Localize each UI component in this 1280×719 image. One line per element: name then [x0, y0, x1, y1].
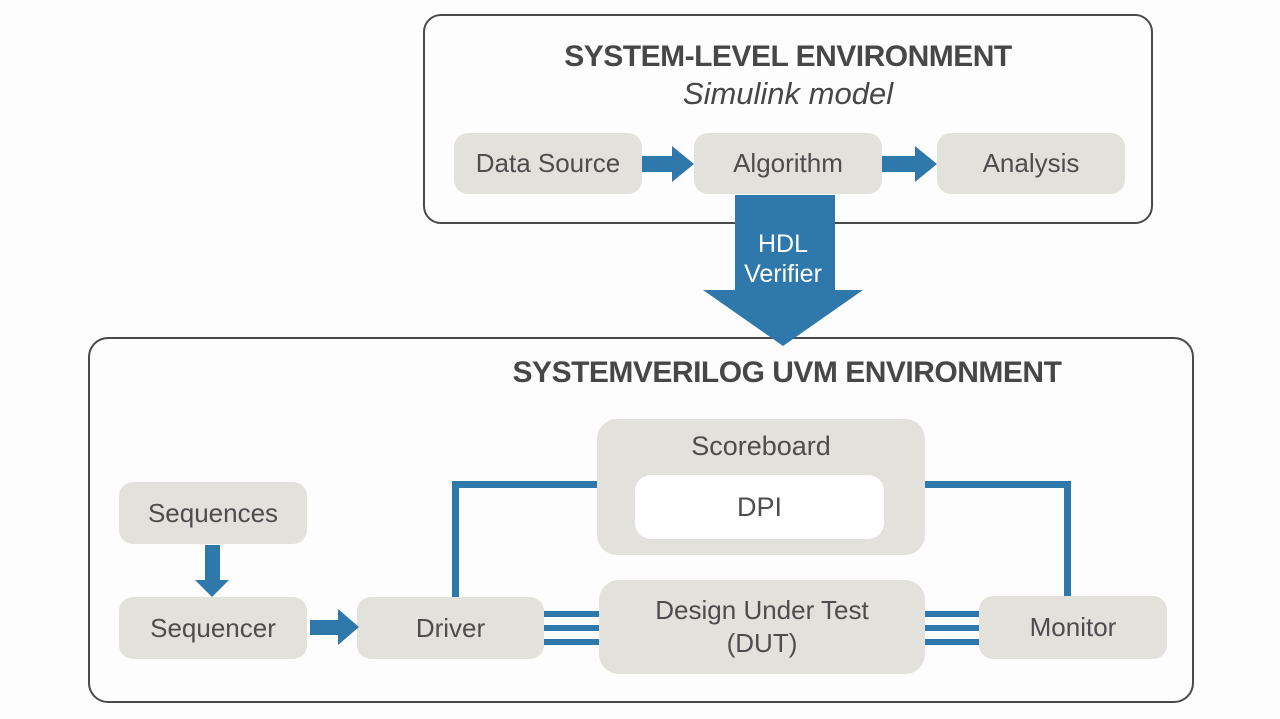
analysis-label: Analysis — [982, 148, 1080, 178]
bus-driver-dut-line2 — [544, 625, 599, 631]
arrow-datasource-to-algorithm-head — [672, 146, 694, 182]
monitor-label: Monitor — [1029, 612, 1117, 642]
bus-driver-dut-line1 — [544, 611, 599, 617]
arrow-sequencer-to-driver — [310, 620, 338, 635]
driver-block: Driver — [357, 597, 544, 659]
arrow-sequences-to-sequencer-head — [195, 580, 229, 597]
data-source-label: Data Source — [475, 148, 621, 178]
hdl-verifier-label: HDL Verifier — [695, 229, 871, 289]
sequencer-label: Sequencer — [150, 612, 276, 643]
uvm-env-title: SYSTEMVERILOG UVM ENVIRONMENT — [512, 356, 1062, 389]
data-source-block: Data Source — [454, 133, 642, 194]
monitor-block: Monitor — [979, 596, 1167, 659]
sequences-label: Sequences — [147, 497, 279, 528]
hdl-verifier-label-line2: Verifier — [744, 260, 822, 288]
analysis-block: Analysis — [937, 133, 1125, 194]
dut-block: Design Under Test (DUT) — [599, 580, 925, 674]
bus-dut-monitor-line1 — [925, 611, 979, 617]
dpi-block: DPI — [635, 475, 884, 539]
system-level-environment-panel: SYSTEM-LEVEL ENVIRONMENT Simulink model … — [423, 14, 1153, 224]
sequencer-block: Sequencer — [119, 597, 307, 659]
hdl-verifier-label-line1: HDL — [757, 230, 808, 258]
scoreboard-block: Scoreboard DPI — [597, 419, 925, 555]
sequences-block: Sequences — [119, 482, 307, 544]
arrow-sequencer-to-driver-head — [338, 609, 359, 645]
arrow-algorithm-to-analysis — [882, 156, 915, 172]
connector-scoreboard-monitor-vertical — [1064, 481, 1071, 597]
connector-scoreboard-monitor-horizontal — [920, 481, 1071, 488]
connector-driver-scoreboard-horizontal — [452, 481, 602, 488]
driver-label: Driver — [415, 612, 486, 643]
bus-dut-monitor-line2 — [925, 625, 979, 631]
bus-dut-monitor-line3 — [925, 639, 979, 645]
system-env-title: SYSTEM-LEVEL ENVIRONMENT — [564, 40, 1012, 73]
bus-driver-dut-line3 — [544, 639, 599, 645]
systemverilog-uvm-environment-panel: SYSTEMVERILOG UVM ENVIRONMENT Scoreboard… — [88, 337, 1194, 703]
dpi-label: DPI — [736, 491, 782, 522]
dut-label-line1: Design Under Test — [655, 595, 869, 625]
connector-driver-scoreboard-vertical — [452, 481, 459, 598]
arrow-datasource-to-algorithm — [642, 156, 672, 172]
hdl-verifier-arrow-head — [703, 290, 863, 346]
algorithm-block: Algorithm — [694, 133, 882, 194]
hdl-verifier-arrow-body — [735, 195, 835, 291]
dut-label-line2: (DUT) — [726, 628, 798, 658]
scoreboard-label: Scoreboard — [691, 431, 831, 461]
system-env-subtitle: Simulink model — [682, 76, 894, 111]
arrow-sequences-to-sequencer — [205, 545, 220, 581]
arrow-algorithm-to-analysis-head — [915, 146, 937, 182]
algorithm-label: Algorithm — [733, 148, 843, 178]
